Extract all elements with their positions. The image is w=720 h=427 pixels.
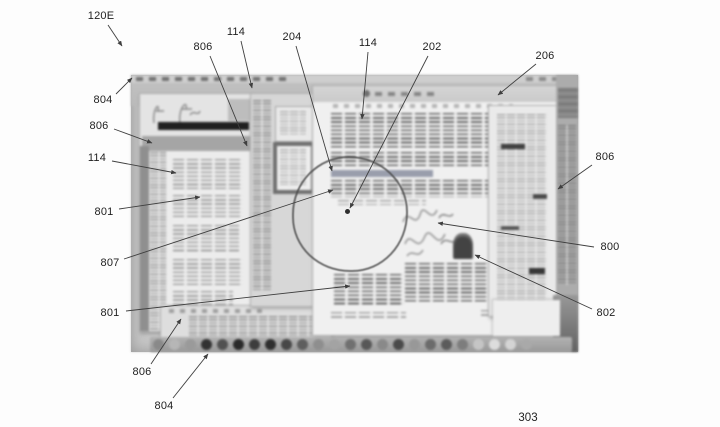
ref-label-202: 202 — [422, 41, 442, 53]
zoom-circle-annotation — [292, 156, 408, 272]
file-list-column — [253, 100, 271, 290]
ref-label-120E: 120E — [87, 10, 115, 22]
dock-icon — [169, 339, 180, 350]
window-left-document — [139, 93, 253, 332]
window-bottom-table — [160, 305, 332, 340]
page-thumbnail-1 — [275, 106, 313, 142]
dock-icon — [409, 339, 420, 350]
ref-label-804: 804 — [93, 94, 113, 106]
dark-side-strip — [140, 146, 149, 331]
callout-line-120E — [107, 24, 123, 47]
dock-icon — [313, 339, 324, 350]
favicon-dot — [363, 90, 370, 97]
footer-link-left — [331, 312, 406, 318]
ref-label-114: 114 — [358, 37, 378, 49]
document-page — [167, 151, 251, 331]
dock-icon — [281, 339, 292, 350]
paragraph-5 — [334, 274, 404, 306]
ref-label-804: 804 — [154, 400, 174, 412]
ref-label-801: 801 — [100, 307, 120, 319]
dock-icon — [489, 339, 500, 350]
white-corner-window — [493, 300, 560, 336]
dock-icon — [345, 339, 356, 350]
dock-icon — [233, 339, 244, 350]
ref-label-800: 800 — [600, 241, 620, 253]
dock-icon — [441, 339, 452, 350]
ref-label-206: 206 — [535, 50, 555, 62]
main-window-titlebar — [313, 86, 557, 102]
ref-label-801: 801 — [94, 206, 114, 218]
dock-icon — [393, 339, 404, 350]
dock-icon — [217, 339, 228, 350]
dock-icon — [425, 339, 436, 350]
ref-label-204: 204 — [282, 31, 302, 43]
dock-icon — [265, 339, 276, 350]
right-dark-block — [558, 88, 578, 118]
sheet-number-label: 303 — [518, 412, 538, 424]
gray-image-block — [228, 99, 250, 121]
ref-label-114: 114 — [87, 152, 107, 164]
ref-label-806: 806 — [595, 151, 615, 163]
dock-icon — [153, 339, 164, 350]
dock-icon — [361, 339, 372, 350]
dock-icon — [297, 339, 308, 350]
dock-icon — [457, 339, 468, 350]
portrait-photo — [453, 233, 473, 259]
dock-icon — [201, 339, 212, 350]
ref-label-806: 806 — [89, 120, 109, 132]
dock-icon — [329, 339, 340, 350]
callout-line-804 — [115, 77, 133, 95]
main-window-toolbar — [333, 104, 513, 108]
dock-icon — [473, 339, 484, 350]
black-banner — [158, 122, 249, 130]
dock — [150, 337, 572, 352]
sketch-figures — [152, 104, 201, 124]
window-right-panel — [488, 105, 557, 317]
ref-label-802: 802 — [596, 307, 616, 319]
dock-icon — [505, 339, 516, 350]
scribble-illustration — [402, 209, 458, 257]
side-note-column — [150, 152, 166, 330]
dock-icon — [185, 339, 196, 350]
ref-label-806: 806 — [132, 366, 152, 378]
ref-label-114: 114 — [226, 26, 246, 38]
menu-bar-text-smudge — [136, 77, 291, 81]
dock-icon — [521, 339, 532, 350]
dock-icon — [377, 339, 388, 350]
dock-icon — [249, 339, 260, 350]
gray-toolbar-band — [142, 136, 250, 151]
menu-bar-right-smudge — [526, 77, 571, 81]
ref-label-807: 807 — [100, 257, 120, 269]
ref-label-806: 806 — [193, 41, 213, 53]
focus-point-dot — [345, 209, 350, 214]
callout-line-804 — [172, 353, 209, 399]
